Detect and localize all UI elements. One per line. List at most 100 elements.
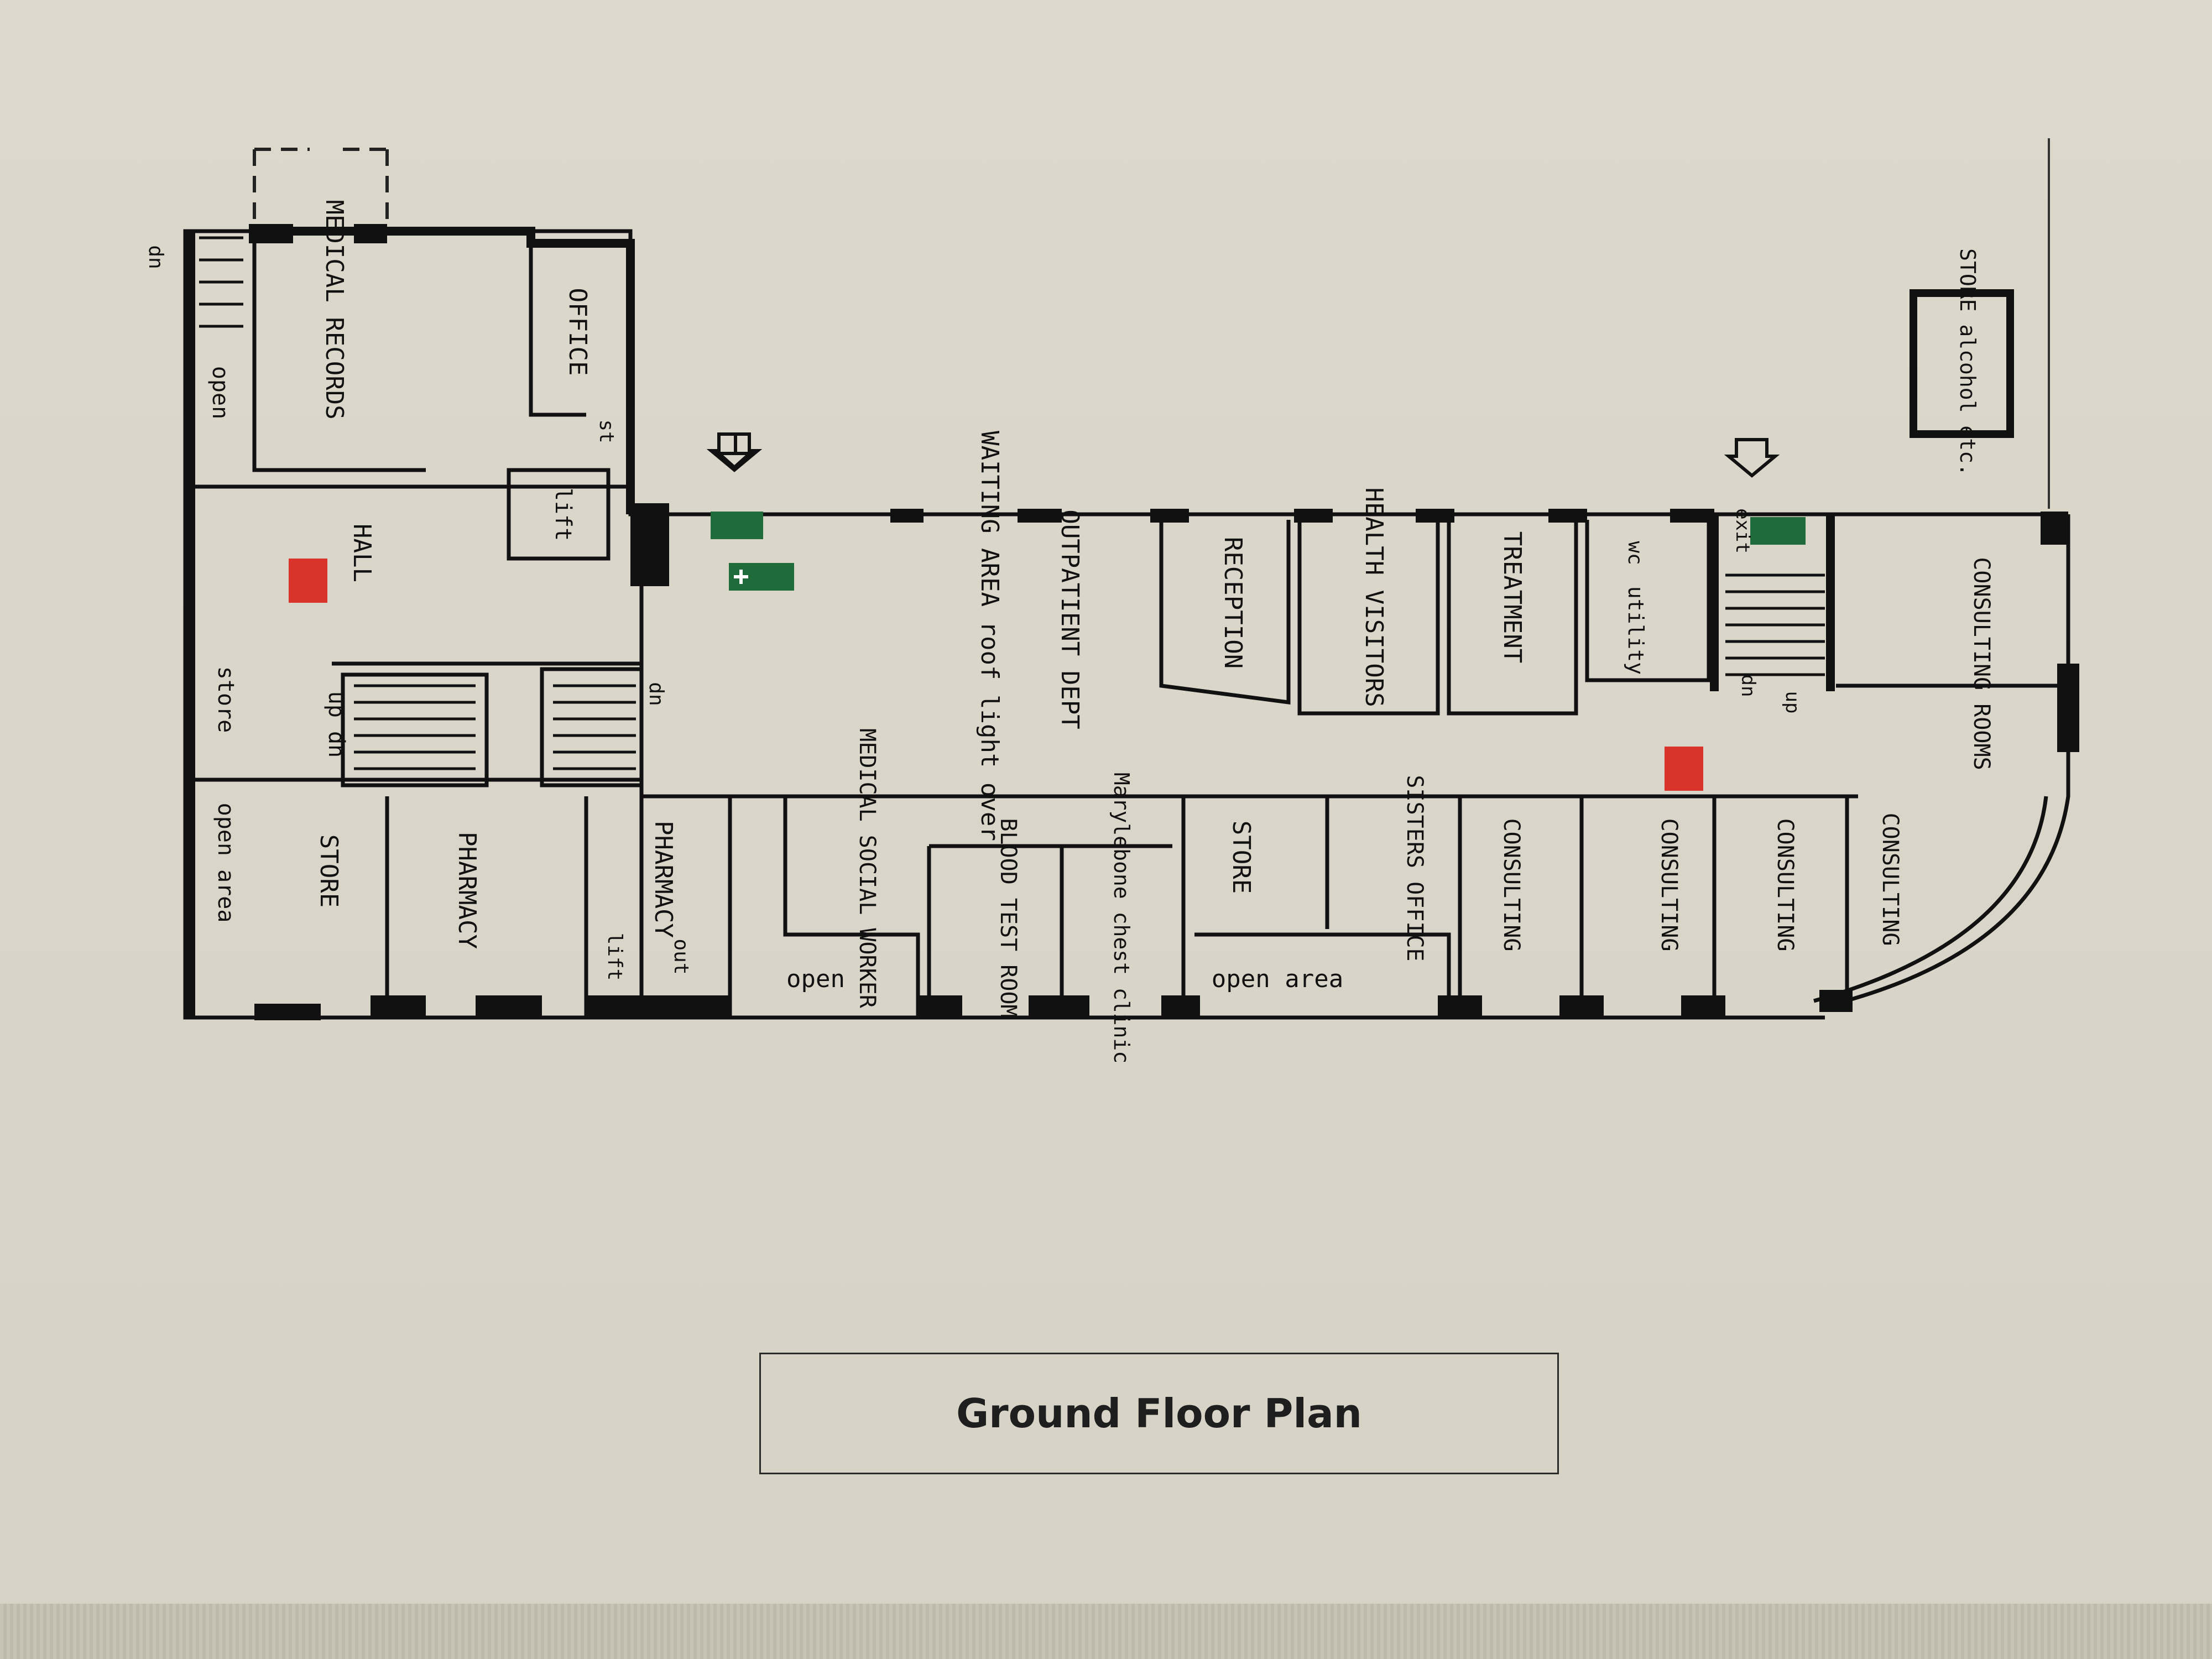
treatment-wall (1447, 520, 1578, 716)
pier (1681, 995, 1725, 1018)
pier (1559, 995, 1604, 1018)
pier (254, 1004, 321, 1020)
label-medical-records: MEDICAL RECORDS (320, 200, 348, 419)
label-store-lower: STORE (315, 834, 343, 907)
label-store-left: store (213, 666, 238, 733)
label-open-area-left: open area (213, 803, 238, 923)
pier (1150, 509, 1189, 523)
stair-treads-left (354, 684, 476, 770)
fire-exit-sign-icon (711, 512, 763, 539)
paper-background (0, 0, 2212, 1604)
consulting-walls (1458, 796, 1849, 1018)
label-open-top: open (207, 366, 233, 419)
open-area-wall (1194, 932, 1451, 1018)
store-alcohol-box (1910, 289, 2014, 438)
label-treatment: TREATMENT (1498, 531, 1526, 663)
reception-wall (1159, 520, 1291, 705)
pier (2041, 512, 2068, 545)
msw-walls (783, 796, 920, 1018)
pier (918, 995, 962, 1018)
pier (371, 995, 426, 1018)
first-aid-cross (734, 570, 748, 584)
label-consulting-3: CONSULTING (1772, 818, 1798, 952)
store-walls (1181, 796, 1329, 1018)
fire-exit-sign-icon (1750, 517, 1806, 545)
label-office: OFFICE (564, 288, 592, 376)
room-labels: MEDICAL RECORDS OFFICE HALL lift st open… (144, 200, 1994, 1063)
pier (1819, 990, 1853, 1012)
wall-piers (249, 224, 2079, 1020)
pier (476, 995, 542, 1018)
down-arrow-icon (706, 432, 763, 472)
pier (586, 995, 730, 1018)
label-consulting-4: CONSULTING (1877, 813, 1903, 946)
label-reception: RECEPTION (1219, 537, 1247, 669)
label-utility: utility (1624, 586, 1648, 675)
fire-extinguisher-icon (289, 559, 327, 603)
label-sisters-office: SISTERS OFFICE (1402, 775, 1427, 961)
label-blood-test-room: BLOOD TEST ROOM (995, 818, 1021, 1018)
pharmacy-walls (385, 796, 732, 1018)
label-dn-stair: dn (645, 682, 667, 706)
stair-left (341, 672, 489, 787)
label-medical-social-worker: MEDICAL SOCIAL WORKER (854, 728, 880, 1009)
label-st: st (595, 419, 618, 443)
label-dn-right: dn (1737, 675, 1759, 697)
medical-records-wall (252, 231, 426, 472)
pier (1029, 995, 1089, 1018)
label-store-alcohol: STORE alcohol etc. (1955, 248, 1980, 476)
stair-center (540, 667, 644, 787)
stair-treads (199, 236, 1825, 770)
label-up-right: up (1781, 691, 1803, 714)
label-lift: lift (550, 488, 576, 541)
label-health-visitors: HEALTH VISITORS (1360, 487, 1388, 707)
label-wc: wc (1624, 541, 1646, 565)
fabric-background (0, 1604, 2212, 1659)
dashed-projection (253, 148, 389, 227)
office-wall (529, 243, 586, 417)
pier (1670, 509, 1714, 523)
label-outpatient-dept: OUTPATIENT DEPT (1056, 509, 1084, 729)
pier (630, 503, 669, 586)
stair-treads-top-left (199, 236, 243, 328)
bottom-rooms-walls (728, 796, 1849, 1018)
pier (249, 224, 293, 243)
label-marylebone-chest-clinic: Marylebone chest clinic (1109, 773, 1134, 1063)
health-visitors-wall (1297, 520, 1440, 716)
fire-extinguisher-icon (1665, 747, 1703, 791)
pier (1416, 509, 1454, 523)
pier (1548, 509, 1587, 523)
left-wing-heavy-walls (186, 227, 920, 1018)
label-store-mid: STORE (1227, 821, 1255, 894)
label-lift-small: lift (603, 933, 626, 981)
down-arrow-icon (1724, 438, 1780, 478)
label-exit: exit (1731, 508, 1754, 554)
pier (890, 509, 924, 523)
label-open-mid: open (786, 965, 845, 993)
wc-utility-wall (1585, 520, 1711, 682)
curved-right-wall (1824, 514, 2070, 1009)
label-pharmacy: PHARMACY (453, 832, 481, 949)
label-dn-top: dn (144, 245, 167, 269)
floor-plan: MEDICAL RECORDS OFFICE HALL lift st open… (144, 138, 2079, 1063)
building-walls (183, 138, 2070, 1020)
stair-treads-center (553, 684, 636, 770)
label-waiting-area: WAITING AREA roof light over (975, 431, 1004, 841)
label-open-area-mid: open area (1212, 965, 1343, 993)
pier (2057, 664, 2079, 752)
pier (1438, 995, 1482, 1018)
pier (1161, 995, 1200, 1018)
stair-treads-right (1725, 573, 1825, 676)
label-pharmacy-2: PHARMACY (649, 821, 677, 938)
label-out: out (670, 938, 692, 974)
pier (1294, 509, 1333, 523)
pier (1018, 509, 1062, 523)
label-consulting-rooms: CONSULTING ROOMS (1969, 557, 1994, 770)
title-box: Ground Floor Plan (759, 1353, 1559, 1474)
pier (354, 224, 387, 243)
label-up-dn: up dn (324, 691, 349, 758)
top-rooms-walls (1159, 514, 2068, 716)
page-title: Ground Floor Plan (956, 1390, 1362, 1437)
curved-inner-wall (1813, 796, 2048, 1003)
label-consulting-1: CONSULTING (1499, 818, 1524, 952)
